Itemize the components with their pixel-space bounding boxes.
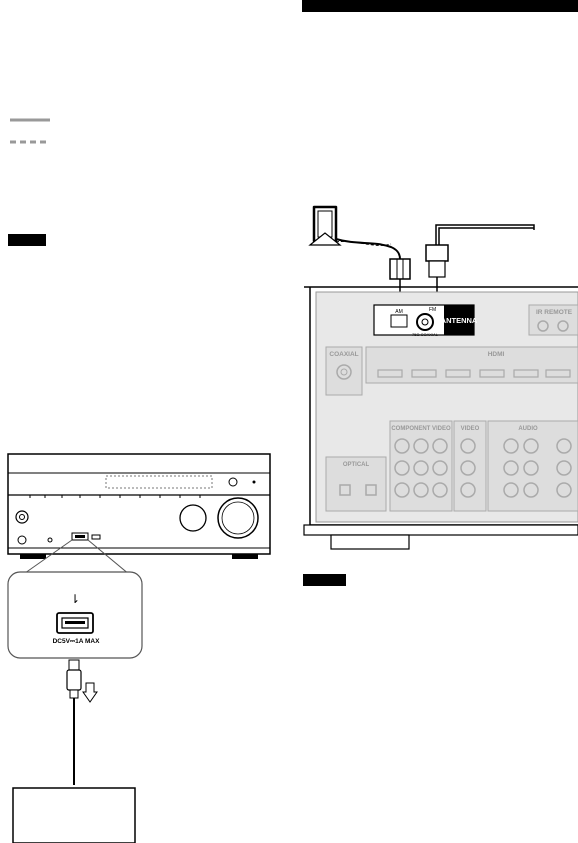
receiver-front-panel — [7, 453, 271, 559]
audio-section: AUDIO — [487, 420, 578, 512]
am-antenna-connector — [389, 258, 411, 280]
audio-label: AUDIO — [518, 426, 538, 432]
usb-closeup-callout: ⇂ DC5V⎓1A MAX — [7, 571, 143, 659]
svg-text:75Ω COAXIAL: 75Ω COAXIAL — [412, 332, 439, 337]
master-volume-knob — [217, 497, 259, 539]
video-section: VIDEO — [453, 420, 487, 512]
usb-rating-label: DC5V⎓1A MAX — [53, 638, 101, 645]
antenna-label: ANTENNA — [441, 316, 478, 325]
hdmi-section: HDMI — [365, 346, 578, 384]
optical-section: OPTICAL — [325, 456, 387, 512]
am-loop-antenna — [308, 205, 411, 319]
front-display — [105, 475, 213, 489]
usb-symbol: ⇂ — [70, 592, 80, 606]
usb-plug — [66, 659, 82, 785]
usb-device-box — [12, 787, 136, 843]
ir-remote-section: IR REMOTE — [528, 304, 578, 336]
insert-arrow — [82, 682, 98, 703]
svg-text:FM: FM — [429, 307, 436, 313]
optical-label: OPTICAL — [343, 462, 370, 468]
coaxial-label: COAXIAL — [329, 351, 358, 358]
headphone-jack — [17, 535, 27, 545]
video-label: VIDEO — [461, 426, 480, 432]
fm-wire-antenna — [425, 224, 535, 313]
antenna-connection-illustration: ANTENNA AM FM 75Ω COAXIAL IR REMOTE COAX… — [303, 205, 578, 550]
coaxial-section: COAXIAL — [325, 346, 363, 396]
legend-line-samples — [10, 118, 50, 144]
hdmi-label: HDMI — [488, 351, 505, 358]
section-header-bar — [302, 0, 578, 12]
note-tab-left — [8, 234, 46, 246]
note-tab-right — [303, 574, 346, 586]
am-terminal — [390, 314, 408, 328]
antenna-terminal-section: ANTENNA AM FM 75Ω COAXIAL — [373, 304, 478, 337]
component-video-label: COMPONENT VIDEO — [391, 426, 451, 432]
power-button — [15, 510, 29, 524]
ir-remote-label: IR REMOTE — [536, 309, 573, 316]
fm-antenna-connector — [425, 244, 449, 262]
svg-text:AM: AM — [395, 309, 403, 315]
input-selector-knob — [179, 504, 207, 532]
usb-connection-illustration: ⇂ DC5V⎓1A MAX — [7, 453, 271, 843]
rear-foot — [330, 534, 410, 550]
front-usb-port — [71, 532, 89, 541]
component-video-section: COMPONENT VIDEO — [389, 420, 453, 512]
